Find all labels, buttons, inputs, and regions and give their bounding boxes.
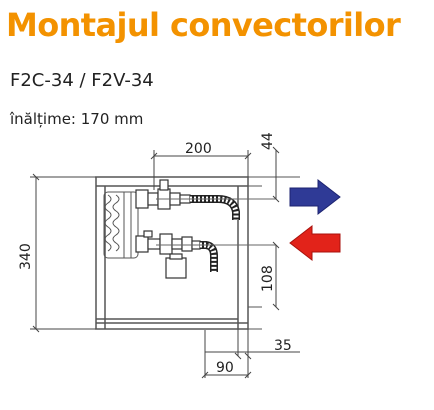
heat-exchanger [103,191,139,259]
dimension-90 [201,330,252,379]
inlet-valve-assembly [135,230,201,279]
arrow-left-icon [289,224,341,262]
dimension-108-label: 108 [260,265,276,292]
arrow-right-icon [289,178,341,216]
height-label: înălțime: 170 mm [10,110,144,128]
dimension-35-label: 35 [274,338,292,354]
dimension-340-label: 340 [18,243,34,270]
dimension-44-label: 44 [260,132,276,150]
dimension-35 [205,329,300,360]
model-label: F2C-34 / F2V-34 [10,70,154,91]
pipe-centerlines [156,198,276,246]
dimension-200-label: 200 [185,141,212,157]
outlet-flex-hose [190,195,240,220]
dimension-340 [30,173,96,333]
dimension-200 [150,150,252,190]
outlet-valve-assembly [135,179,191,210]
inlet-flex-hose [200,241,218,272]
dimension-90-label: 90 [216,360,234,376]
page-title: Montajul convectorilor [6,6,401,44]
